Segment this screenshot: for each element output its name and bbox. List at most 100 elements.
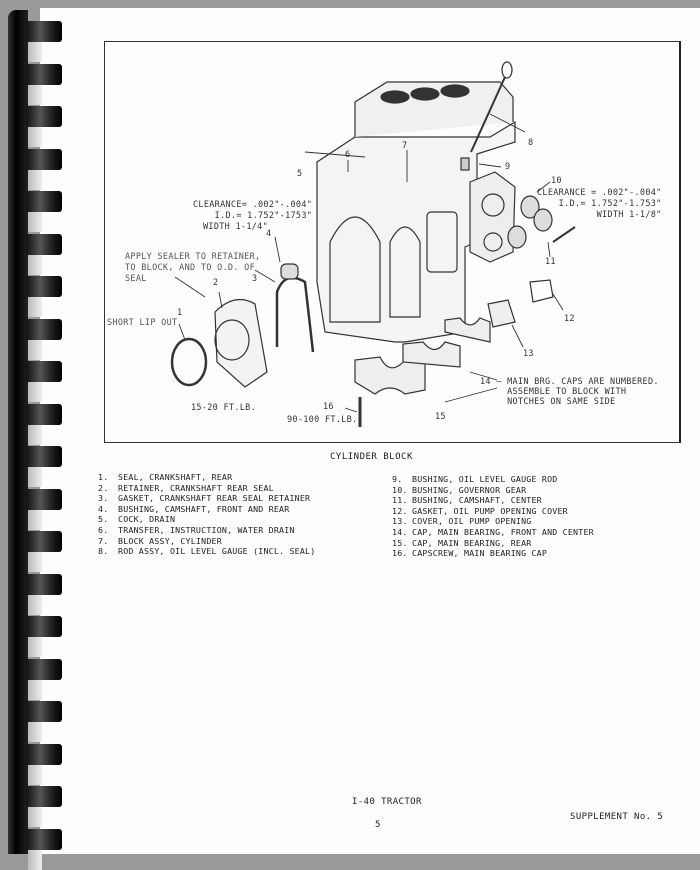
torque-capscrew: 90-100 FT.LB. bbox=[287, 415, 358, 425]
binding-ring bbox=[26, 743, 62, 765]
part-number: 14. bbox=[392, 526, 408, 537]
parts-list-item: 3.GASKET, CRANKSHAFT REAR SEAL RETAINER bbox=[98, 493, 315, 504]
binding-gap bbox=[28, 679, 42, 700]
binding-spine bbox=[8, 10, 28, 854]
main-caps-note: 14 – MAIN BRG. CAPS ARE NUMBERED. ASSEMB… bbox=[480, 377, 659, 407]
part-number: 15. bbox=[392, 537, 408, 548]
figure-caption: CYLINDER BLOCK bbox=[330, 452, 413, 462]
binding-ring bbox=[26, 658, 62, 680]
part-number: 7. bbox=[98, 535, 109, 546]
binding-ring bbox=[26, 446, 62, 467]
parts-list-item: 7. BLOCK ASSY, CYLINDER bbox=[98, 536, 315, 547]
part-number: 12. bbox=[392, 505, 408, 516]
part-description: GASKET, CRANKSHAFT REAR SEAL RETAINER bbox=[118, 493, 311, 504]
parts-list-item: 6.TRANSFER, INSTRUCTION, WATER DRAIN bbox=[98, 525, 315, 536]
callout-5: 5 bbox=[297, 169, 303, 179]
part-number: 5. bbox=[98, 514, 109, 525]
binding-ring bbox=[26, 233, 62, 255]
note-line: NOTCHES ON SAME SIDE bbox=[507, 397, 616, 407]
binding-ring bbox=[26, 276, 62, 297]
left-clearance-note: CLEARANCE= .002"-.004"I.D.= 1.752"-1753"… bbox=[193, 200, 312, 233]
exploded-view-diagram bbox=[170, 61, 576, 427]
footer-supplement: SUPPLEMENT No. 5 bbox=[570, 812, 664, 822]
parts-list-item: 9. BUSHING, OIL LEVEL GAUGE ROD bbox=[392, 474, 594, 485]
parts-list-item: 1.SEAL, CRANKSHAFT, REAR bbox=[98, 472, 315, 483]
note-line: I.D.= 1.752"-1753" bbox=[214, 211, 313, 221]
binding-gap bbox=[28, 594, 42, 615]
binding-gap bbox=[28, 297, 42, 317]
part-description: CAPSCREW, MAIN BEARING CAP bbox=[412, 548, 548, 559]
oil-pump-cover bbox=[487, 299, 516, 328]
note-line: WIDTH 1-1/4" bbox=[203, 222, 269, 232]
part-description: CAP, MAIN BEARING, FRONT AND CENTER bbox=[412, 526, 594, 537]
parts-list-item: 15. CAP, MAIN BEARING, REAR bbox=[392, 538, 594, 549]
part-number: 11. bbox=[392, 495, 408, 506]
parts-list-item: 16. CAPSCREW, MAIN BEARING CAP bbox=[392, 548, 594, 559]
note-line: MAIN BRG. CAPS ARE NUMBERED. bbox=[507, 377, 659, 387]
part-number: 9. bbox=[392, 474, 403, 484]
retainer-gasket bbox=[275, 276, 315, 353]
callout-1: 1 bbox=[177, 308, 183, 318]
page-number: 5 bbox=[375, 820, 381, 830]
callout-16: 16 bbox=[323, 402, 334, 412]
binding-gap bbox=[28, 807, 42, 827]
callout-9: 9 bbox=[505, 162, 511, 172]
parts-list-item: 11.BUSHING, CAMSHAFT, CENTER bbox=[392, 495, 594, 506]
parts-list-item: 13.COVER, OIL PUMP OPENING bbox=[392, 516, 594, 527]
part-description: BUSHING, CAMSHAFT, FRONT AND REAR bbox=[118, 503, 290, 514]
callout-6: 6 bbox=[345, 150, 351, 160]
short-lip-note: SHORT LIP OUT bbox=[107, 318, 178, 328]
sealer-note: APPLY SEALER TO RETAINER,TO BLOCK, AND T… bbox=[125, 252, 260, 285]
binding-ring bbox=[26, 318, 62, 340]
part-description: BUSHING, GOVERNOR GEAR bbox=[412, 484, 527, 495]
parts-list-item: 5. COCK, DRAIN bbox=[98, 514, 315, 525]
part-number: 6. bbox=[98, 524, 109, 535]
part-description: COVER, OIL PUMP OPENING bbox=[412, 516, 532, 527]
note-line: WIDTH 1-1/8" bbox=[596, 210, 662, 220]
part-description: GASKET, OIL PUMP OPENING COVER bbox=[412, 505, 568, 516]
part-number: 10. bbox=[392, 484, 408, 495]
parts-list-right: 9. BUSHING, OIL LEVEL GAUGE ROD 10. BUSHING… bbox=[392, 474, 594, 559]
part-number: 1. bbox=[98, 472, 109, 482]
binding-ring bbox=[26, 106, 62, 127]
note-line: I.D.= 1.752"-1.753" bbox=[558, 199, 662, 209]
binding-ring bbox=[26, 63, 62, 85]
binding-gap bbox=[28, 552, 42, 572]
part-description: BUSHING, OIL LEVEL GAUGE ROD bbox=[412, 474, 558, 484]
binding-gap bbox=[28, 764, 42, 785]
binding-ring bbox=[26, 786, 62, 807]
binding-ring bbox=[26, 488, 62, 510]
parts-list-item: 2.RETAINER, CRANKSHAFT REAR SEAL bbox=[98, 483, 315, 494]
parts-list-item: 14. CAP, MAIN BEARING, FRONT AND CENTER bbox=[392, 527, 594, 538]
part-number: 4. bbox=[98, 503, 109, 514]
binding-gap bbox=[28, 424, 42, 445]
callout-15: 15 bbox=[435, 412, 446, 422]
seal-retainer bbox=[214, 298, 268, 388]
parts-list-item: 8.ROD ASSY, OIL LEVEL GAUGE (INCL. SEAL) bbox=[98, 546, 315, 557]
binding-gap bbox=[28, 849, 42, 870]
callout-13: 13 bbox=[523, 349, 534, 359]
binding-gap bbox=[28, 212, 42, 232]
part-number: 16. bbox=[392, 548, 408, 559]
binding-ring bbox=[26, 191, 62, 212]
binding-gap bbox=[28, 169, 42, 190]
callout-4: 4 bbox=[266, 229, 272, 239]
part-description: RETAINER, CRANKSHAFT REAR SEAL bbox=[118, 482, 274, 493]
note-line: CLEARANCE= .002"-.004" bbox=[193, 200, 313, 210]
right-clearance-note: CLEARANCE = .002"-.004"I.D.= 1.752"-1.75… bbox=[537, 188, 662, 221]
binding-ring bbox=[26, 21, 62, 42]
torque-retainer: 15-20 FT.LB. bbox=[191, 403, 257, 413]
note-line: SEAL bbox=[125, 274, 147, 284]
parts-list-item: 4. BUSHING, CAMSHAFT, FRONT AND REAR bbox=[98, 504, 315, 515]
binding-gap bbox=[28, 42, 42, 62]
part-description: BLOCK ASSY, CYLINDER bbox=[118, 535, 222, 546]
binding-ring bbox=[26, 148, 62, 170]
callout-12: 12 bbox=[564, 314, 575, 324]
parts-list-item: 12. GASKET, OIL PUMP OPENING COVER bbox=[392, 506, 594, 517]
part-description: COCK, DRAIN bbox=[118, 514, 176, 525]
binding-gap bbox=[28, 127, 42, 147]
part-description: CAP, MAIN BEARING, REAR bbox=[412, 537, 532, 548]
camshaft-housing bbox=[469, 171, 516, 263]
binding-gap bbox=[28, 382, 42, 402]
